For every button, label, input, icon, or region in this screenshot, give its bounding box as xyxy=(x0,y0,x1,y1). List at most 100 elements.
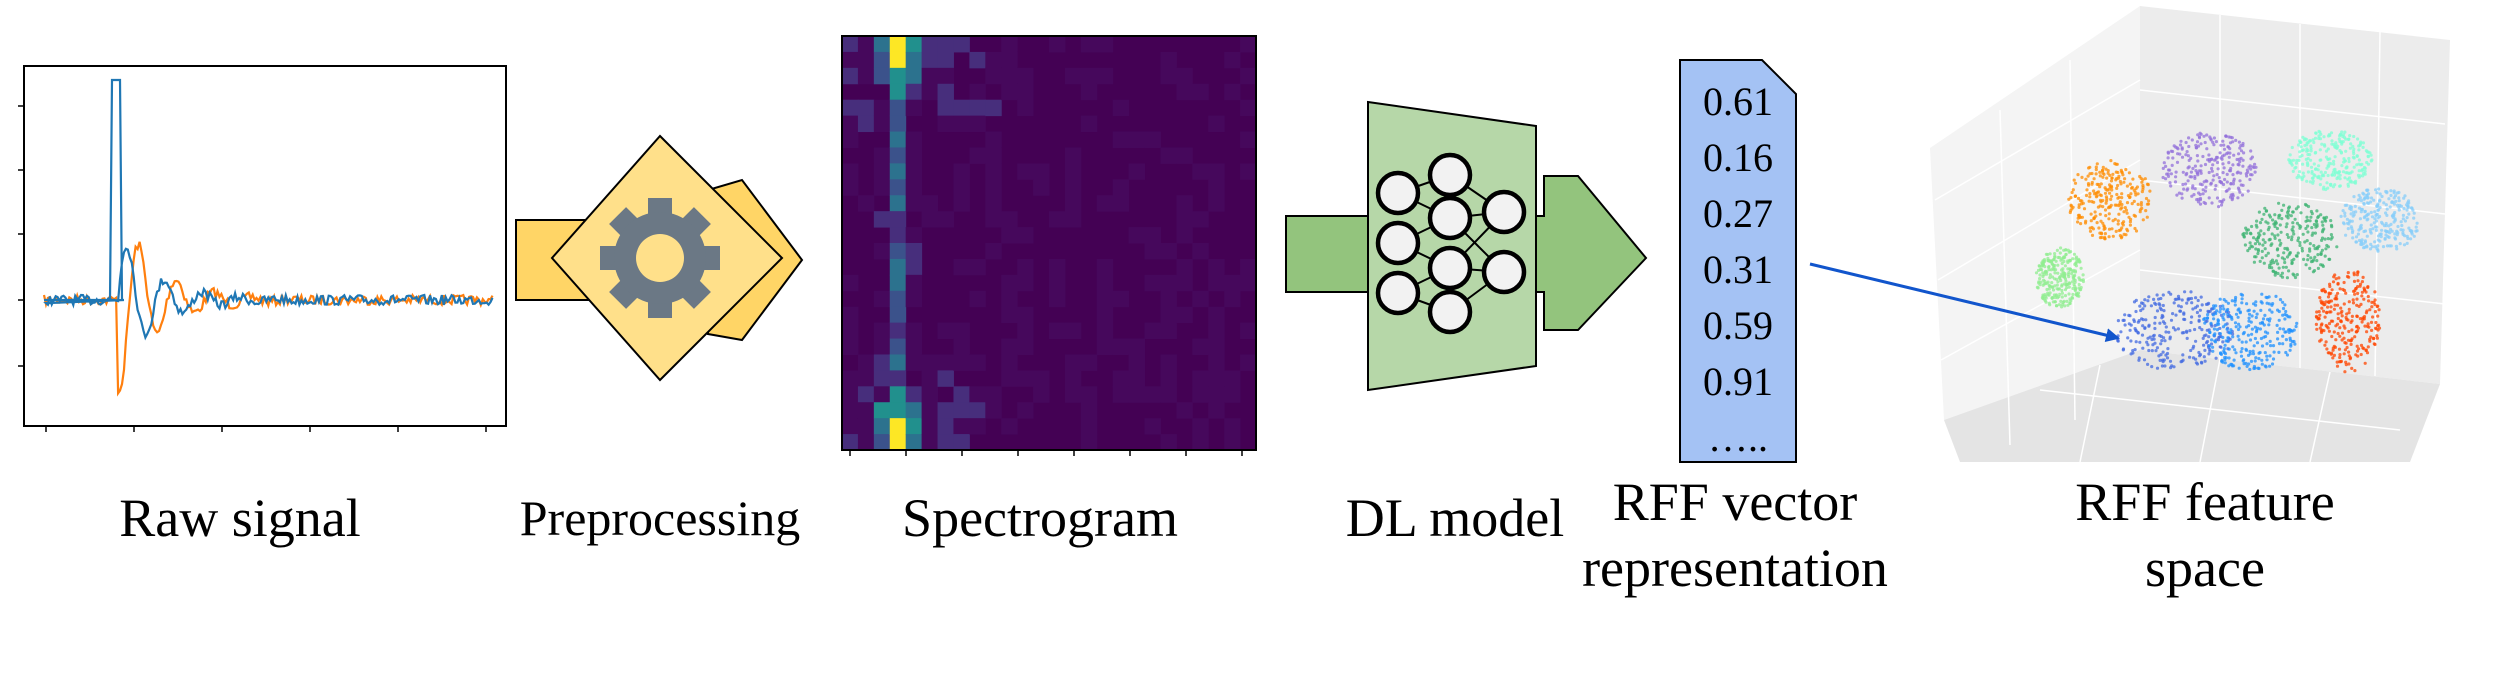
label-rff-space-line1: RFF feature xyxy=(2075,472,2335,532)
feature-point xyxy=(2161,293,2165,297)
spectrogram-cell xyxy=(889,386,907,403)
feature-point xyxy=(2327,161,2331,165)
spectrogram-cell xyxy=(905,195,923,212)
feature-point xyxy=(2349,339,2353,343)
feature-point xyxy=(2338,139,2342,144)
feature-point xyxy=(2348,171,2353,175)
feature-point xyxy=(2361,275,2365,279)
feature-point xyxy=(2388,231,2392,235)
spectrogram-cell xyxy=(1144,243,1161,260)
feature-point xyxy=(2369,196,2374,200)
feature-point xyxy=(2141,318,2145,322)
feature-point xyxy=(2143,326,2147,330)
feature-point xyxy=(2053,263,2057,267)
feature-point xyxy=(2356,137,2360,141)
feature-point xyxy=(2280,271,2284,275)
feature-point xyxy=(2210,169,2214,173)
feature-point xyxy=(2278,298,2283,302)
spectrogram-cell xyxy=(1144,386,1161,403)
feature-point xyxy=(2354,179,2358,183)
feature-point xyxy=(2393,232,2397,236)
spectrogram-cell xyxy=(1208,338,1225,355)
spectrogram-cell xyxy=(873,338,891,355)
feature-point xyxy=(2351,298,2355,302)
spectrogram-cell xyxy=(1160,370,1177,387)
feature-point xyxy=(2229,166,2233,171)
spectrogram-cell xyxy=(857,195,875,212)
feature-point xyxy=(2117,212,2121,216)
feature-point xyxy=(2343,348,2347,352)
feature-point xyxy=(2295,176,2299,180)
feature-point xyxy=(2376,244,2380,248)
feature-point xyxy=(2116,222,2120,226)
spectrogram-cell xyxy=(905,274,923,292)
feature-point xyxy=(2056,280,2060,284)
feature-point xyxy=(2140,190,2144,194)
spectrogram-cell xyxy=(1017,274,1034,292)
feature-point xyxy=(2369,230,2373,234)
feature-point xyxy=(2354,240,2358,244)
feature-point xyxy=(2363,215,2367,219)
spectrogram-cell xyxy=(1192,83,1209,101)
feature-point xyxy=(2372,198,2376,202)
feature-point xyxy=(2321,223,2325,227)
feature-point xyxy=(2045,281,2049,285)
feature-point xyxy=(2323,343,2327,347)
feature-point xyxy=(2310,171,2314,175)
feature-point xyxy=(2350,319,2354,323)
feature-point xyxy=(2189,170,2193,174)
spectrogram-cell xyxy=(842,36,859,53)
spectrogram-cell xyxy=(1208,370,1225,387)
feature-point xyxy=(2146,299,2150,303)
spectrogram-cell xyxy=(889,195,907,212)
feature-point xyxy=(2054,259,2058,263)
feature-point xyxy=(2227,161,2231,165)
spectrogram-cell xyxy=(937,83,954,101)
feature-point xyxy=(2041,293,2045,297)
feature-point xyxy=(2308,242,2312,246)
feature-point xyxy=(2242,362,2246,366)
feature-point xyxy=(2239,350,2243,354)
feature-point xyxy=(2264,209,2269,213)
feature-point xyxy=(2298,243,2302,248)
feature-point xyxy=(2361,174,2365,178)
feature-point xyxy=(2199,360,2204,364)
feature-point xyxy=(2392,202,2396,206)
feature-point xyxy=(2320,174,2324,178)
feature-point xyxy=(2357,198,2361,202)
spectrogram-cell xyxy=(1176,258,1193,276)
spectrogram-cell xyxy=(921,386,939,403)
feature-point xyxy=(2175,160,2180,164)
feature-point xyxy=(2145,215,2149,219)
feature-point xyxy=(2342,135,2347,140)
feature-point xyxy=(2256,236,2260,240)
feature-point xyxy=(2313,231,2317,235)
feature-point xyxy=(2378,239,2382,243)
spectrogram-cell xyxy=(937,51,954,69)
feature-point xyxy=(2074,255,2079,259)
rff-vector-value: 0.27 xyxy=(1703,191,1773,236)
feature-point xyxy=(2292,328,2296,332)
feature-point xyxy=(2370,305,2374,309)
feature-point xyxy=(2078,215,2083,219)
feature-point xyxy=(2324,187,2328,192)
feature-point xyxy=(2103,232,2107,236)
feature-point xyxy=(2162,358,2166,362)
feature-point xyxy=(2381,245,2386,249)
feature-point xyxy=(2342,280,2346,285)
feature-point xyxy=(2271,357,2276,361)
feature-point xyxy=(2179,305,2183,309)
feature-point xyxy=(2169,318,2174,322)
feature-point xyxy=(2191,184,2195,188)
feature-point xyxy=(2226,313,2230,317)
feature-point xyxy=(2104,214,2108,218)
feature-point xyxy=(2291,225,2295,229)
feature-point xyxy=(2036,268,2041,272)
feature-point xyxy=(2193,174,2197,179)
feature-point xyxy=(2063,294,2068,298)
spectrogram-cell xyxy=(921,83,939,101)
spectrogram-cell xyxy=(953,36,970,53)
spectrogram-cell xyxy=(1017,163,1034,180)
feature-point xyxy=(2051,285,2055,289)
rff-vector-value: 0.31 xyxy=(1703,247,1773,292)
